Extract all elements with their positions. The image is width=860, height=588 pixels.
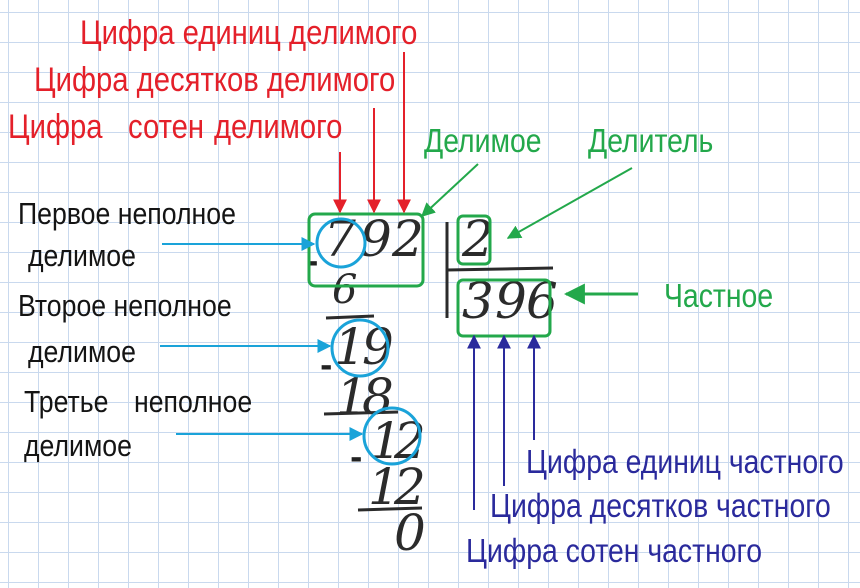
quotient-box xyxy=(456,278,552,338)
label-hundreds-word-2: сотен xyxy=(128,108,205,146)
label-hundreds-word-3: делимого xyxy=(214,108,343,146)
label-third-partial-line1b: неполное xyxy=(134,384,253,419)
underline-step-2 xyxy=(323,410,399,416)
label-first-partial-line1: Первое неполное xyxy=(18,196,236,231)
label-second-partial-line1: Второе неполное xyxy=(18,288,232,323)
label-tens-digit-quotient: Цифра десятков частного xyxy=(490,487,831,524)
label-third-partial-line1: Третье xyxy=(24,384,109,419)
dividend-digit-units: 2 xyxy=(392,210,424,268)
label-tens-digit-dividend: Цифра десятков делимого xyxy=(34,61,396,99)
label-first-partial-line2: делимое xyxy=(28,238,136,273)
label-quotient: Частное xyxy=(664,277,774,314)
label-third-partial-line2: делимое xyxy=(24,428,132,463)
green-arrow-dividend xyxy=(420,163,479,217)
quotient-digit-units: 6 xyxy=(526,272,558,330)
label-hundreds-digit-quotient: Цифра сотен частного xyxy=(466,532,763,569)
minus-sign-3: - xyxy=(350,441,363,476)
first-partial-circle xyxy=(315,217,367,269)
label-units-digit-dividend: Цифра единиц делимого xyxy=(80,14,418,52)
underline-step-3 xyxy=(357,506,423,512)
label-units-digit-quotient: Цифра единиц частного xyxy=(526,443,844,480)
third-partial-circle xyxy=(362,406,422,466)
second-partial-circle xyxy=(330,318,390,378)
underline-step-1 xyxy=(325,314,375,320)
quotient-digit-hundreds: 3 xyxy=(462,272,494,330)
subtrahend-1: 6 xyxy=(332,267,358,313)
remainder-digit: 0 xyxy=(394,504,426,562)
quotient-digit-tens: 9 xyxy=(495,272,527,330)
label-hundreds-word-1: Цифра xyxy=(8,108,103,146)
label-dividend: Делимое xyxy=(424,122,542,159)
label-second-partial-line2: делимое xyxy=(28,334,136,369)
subtrahend3-digit-1: 1 xyxy=(368,458,400,516)
green-arrow-divisor xyxy=(506,167,633,239)
division-horizontal-line xyxy=(446,266,554,272)
label-divisor: Делитель xyxy=(588,122,714,159)
subtrahend3-digit-2: 2 xyxy=(394,458,426,516)
divisor-box xyxy=(456,214,492,266)
minus-sign-2: - xyxy=(320,349,333,384)
